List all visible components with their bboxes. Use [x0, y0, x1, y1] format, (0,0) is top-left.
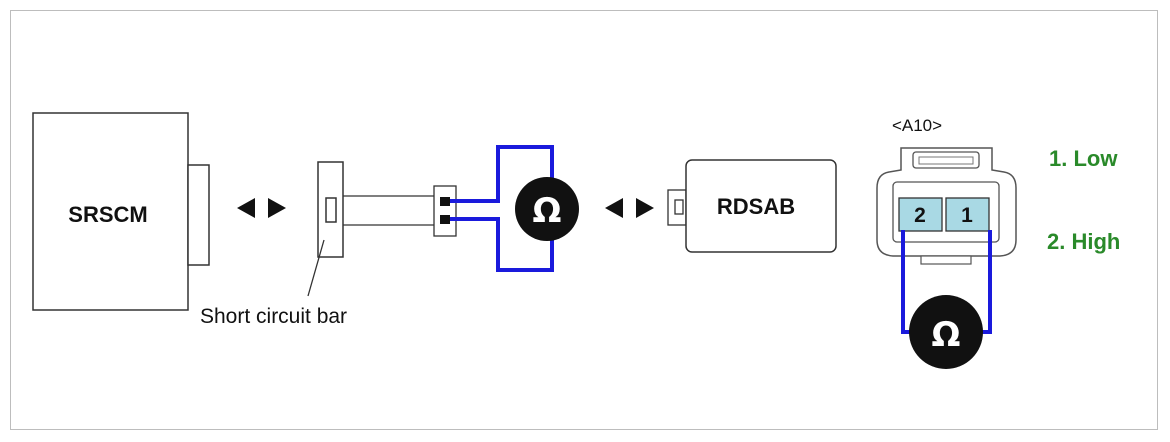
double-arrow-icon — [605, 198, 654, 218]
srscm-label: SRSCM — [68, 202, 147, 227]
pin-legend: 1. Low 2. High — [1047, 146, 1120, 254]
diagram-frame — [10, 10, 1158, 430]
ohmmeter-2: Ω — [901, 230, 992, 369]
ohmmeter-1: Ω — [450, 145, 579, 272]
connector-id-label: <A10> — [892, 116, 942, 135]
pin-1-label: 1 — [961, 204, 973, 227]
test-connector — [433, 185, 457, 237]
rdsab-module: RDSAB — [667, 159, 837, 253]
a10-connector: <A10> 2 1 — [876, 116, 1017, 265]
short-circuit-bar: Short circuit bar — [200, 161, 347, 328]
ohmmeter-icon — [515, 177, 579, 241]
double-arrow-icon — [237, 198, 286, 218]
srscm-module: SRSCM — [32, 112, 210, 311]
pin-2-label: 2 — [914, 204, 926, 227]
short-circuit-bar-label: Short circuit bar — [200, 305, 347, 328]
legend-low: 1. Low — [1049, 146, 1118, 171]
ohmmeter-icon — [909, 295, 983, 369]
ohm-symbol: Ω — [533, 191, 562, 231]
pin-1 — [945, 197, 990, 232]
legend-high: 2. High — [1047, 229, 1120, 254]
pin-2 — [898, 197, 943, 232]
ohm-symbol: Ω — [932, 315, 961, 355]
rdsab-label: RDSAB — [717, 194, 795, 219]
harness-wires — [343, 195, 434, 226]
